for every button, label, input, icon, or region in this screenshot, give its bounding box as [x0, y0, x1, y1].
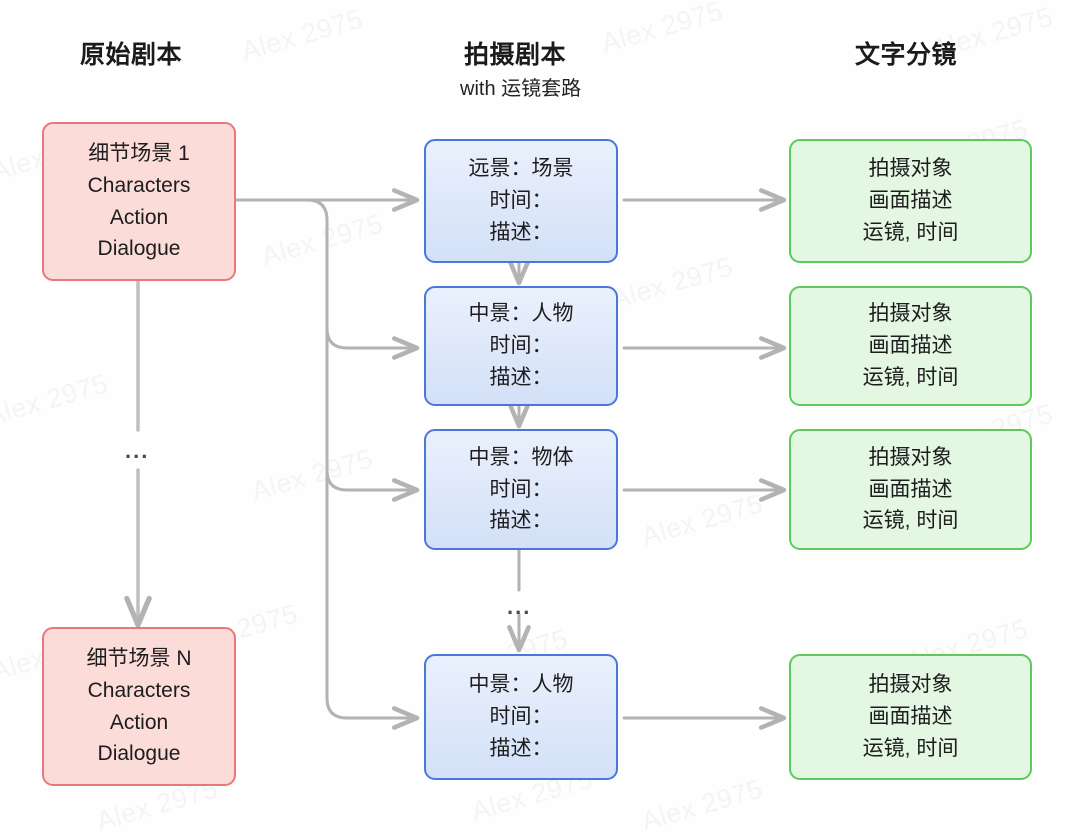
node-shot-4[interactable]: 中景：人物 时间： 描述：	[424, 654, 618, 780]
node-line: Characters	[87, 173, 191, 197]
node-line: 细节场景 1	[88, 141, 190, 165]
node-line: 中景：人物	[468, 302, 574, 326]
node-line: 时间：	[489, 189, 553, 213]
node-scene-n[interactable]: 细节场景 N Characters Action Dialogue	[42, 627, 236, 786]
node-line: Characters	[87, 678, 191, 702]
node-line: 运镜, 时间	[862, 365, 959, 389]
node-line: 拍摄对象	[868, 673, 953, 697]
column-subtitle-shooting-script: with 运镜套路	[460, 78, 582, 100]
connector-trunk	[234, 198, 420, 730]
node-line: 时间：	[489, 334, 553, 358]
node-line: 时间：	[489, 705, 553, 729]
watermark-text: Alex 2975	[638, 773, 767, 834]
watermark-text: Alex 2975	[598, 0, 727, 59]
watermark-text: Alex 2975	[258, 208, 387, 272]
node-board-3[interactable]: 拍摄对象 画面描述 运镜, 时间	[789, 429, 1032, 550]
node-line: 拍摄对象	[868, 302, 953, 326]
node-line: 画面描述	[868, 705, 953, 729]
node-line: 画面描述	[868, 477, 953, 501]
node-line: 描述：	[489, 220, 553, 244]
node-line: Dialogue	[97, 742, 181, 766]
node-line: 描述：	[489, 365, 553, 389]
node-line: 画面描述	[868, 189, 953, 213]
node-shot-3[interactable]: 中景：物体 时间： 描述：	[424, 429, 618, 550]
node-line: 描述：	[489, 509, 553, 533]
node-line: Dialogue	[97, 237, 181, 261]
node-line: 时间：	[489, 477, 553, 501]
node-line: 运镜, 时间	[862, 509, 959, 533]
watermark-text: Alex 2975	[248, 443, 377, 507]
node-line: 拍摄对象	[868, 157, 953, 181]
node-board-2[interactable]: 拍摄对象 画面描述 运镜, 时间	[789, 286, 1032, 406]
watermark-text: Alex 2975	[608, 251, 737, 315]
node-line: 远景：场景	[468, 157, 574, 181]
node-line: 运镜, 时间	[862, 220, 959, 244]
node-board-4[interactable]: 拍摄对象 画面描述 运镜, 时间	[789, 654, 1032, 780]
node-line: 中景：物体	[468, 445, 574, 469]
column-title-shooting-script: 拍摄剧本	[464, 41, 567, 69]
shot-column-ellipsis: ...	[507, 594, 532, 619]
watermark-text: Alex 2975	[238, 3, 367, 67]
source-column-ellipsis: ...	[125, 438, 150, 463]
watermark-text: Alex 2975	[0, 368, 112, 432]
column-title-source-script: 原始剧本	[80, 41, 183, 69]
connector-trunk-branch-shot-3	[325, 468, 420, 502]
node-line: 中景：人物	[468, 673, 574, 697]
node-line: Action	[109, 205, 169, 229]
node-line: Action	[109, 710, 169, 734]
watermark-text: Alex 2975	[638, 488, 767, 552]
node-scene-1[interactable]: 细节场景 1 Characters Action Dialogue	[42, 122, 236, 281]
node-line: 画面描述	[868, 334, 953, 358]
node-shot-2[interactable]: 中景：人物 时间： 描述：	[424, 286, 618, 406]
column-title-text-storyboard: 文字分镜	[855, 41, 958, 69]
node-shot-1[interactable]: 远景：场景 时间： 描述：	[424, 139, 618, 263]
connector-trunk-branch-shot-2	[325, 326, 420, 360]
node-line: 拍摄对象	[868, 445, 953, 469]
node-board-1[interactable]: 拍摄对象 画面描述 运镜, 时间	[789, 139, 1032, 263]
node-line: 细节场景 N	[86, 646, 192, 670]
node-line: 描述：	[489, 736, 553, 760]
node-line: 运镜, 时间	[862, 736, 959, 760]
